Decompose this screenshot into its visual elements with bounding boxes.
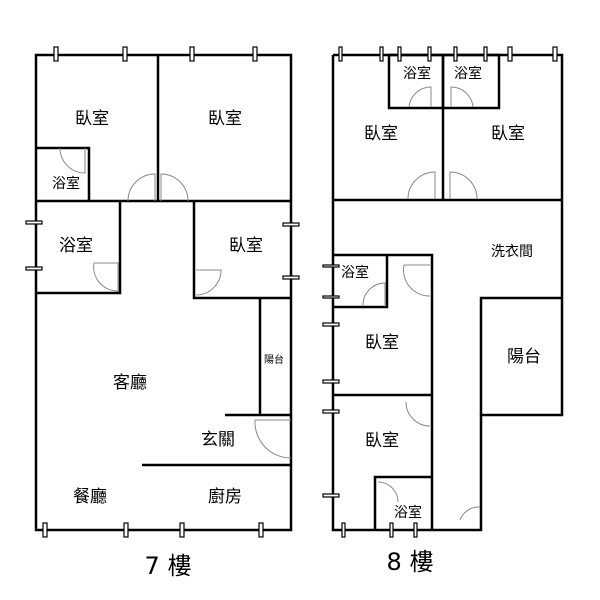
room-label-bathroom: 浴室 [394,504,422,521]
room-label-bedroom: 臥室 [208,109,242,129]
walls [34,53,293,532]
room-label-bedroom: 臥室 [365,333,399,353]
room-label-dining-room: 餐廳 [73,487,107,507]
windows [25,46,300,538]
room-label-bedroom: 臥室 [491,124,525,144]
room-label-bedroom: 臥室 [365,431,399,451]
windows [322,46,558,538]
room-label-bedroom: 臥室 [229,236,263,256]
room-label-bathroom: 浴室 [59,236,93,256]
room-label-kitchen: 廚房 [208,486,242,507]
room-label-balcony: 陽台 [507,347,541,367]
room-label-bedroom: 臥室 [364,124,398,144]
floor-title-8: 8 樓 [387,548,434,576]
room-label-bedroom: 臥室 [75,109,109,129]
walls [331,53,564,532]
floor-7-plan: 臥室 臥室 浴室 浴室 臥室 陽台 客廳 玄關 餐廳 廚房 7 樓 [25,46,300,580]
room-label-bathroom: 浴室 [454,65,482,82]
room-label-bathroom: 浴室 [52,175,80,192]
room-label-bathroom: 浴室 [403,65,431,82]
room-label-living-room: 客廳 [113,373,147,393]
room-label-bathroom: 浴室 [341,264,369,281]
room-label-balcony: 陽台 [264,353,284,366]
doors [59,147,292,459]
floor-8-plan: 浴室 浴室 臥室 臥室 洗衣間 浴室 臥室 陽台 臥室 浴室 8 樓 [322,46,564,576]
room-label-entrance: 玄關 [201,430,235,450]
floor-title-7: 7 樓 [145,552,192,580]
doors [362,86,481,521]
room-label-laundry-room: 洗衣間 [491,244,533,260]
